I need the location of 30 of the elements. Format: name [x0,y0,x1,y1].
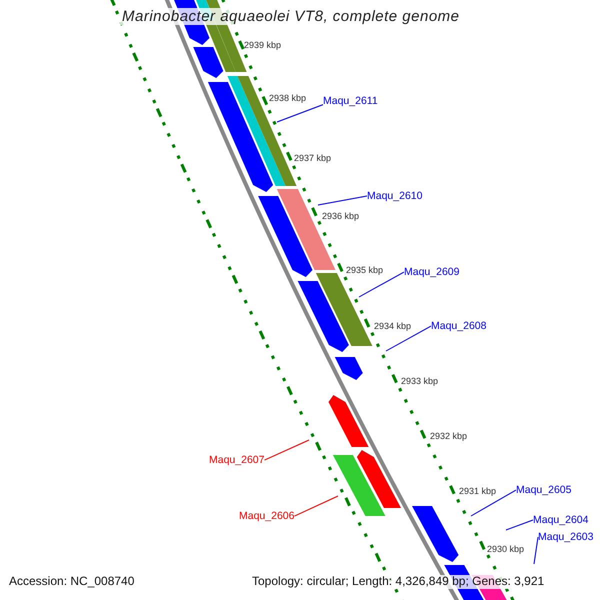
scale-label: 2931 kbp [459,486,496,496]
scale-label: 2930 kbp [487,544,524,554]
scale-label: 2933 kbp [401,376,438,386]
gene-label: Maqu_2605 [516,484,572,496]
gene-label: Maqu_2610 [367,190,422,202]
leader-line [276,104,324,122]
gene-label: Maqu_2603 [538,531,594,544]
scale-label: 2937 kbp [294,153,332,164]
leader-line [534,536,538,564]
accession-text: Accession: NC_008740 [9,575,134,589]
genome-info-text: Topology: circular; Length: 4,326,849 bp; Genes: 3,921 [252,575,544,589]
scale-label: 2938 kbp [269,93,306,104]
leader-line [264,440,310,461]
gene-label: Maqu_2607 [209,454,264,466]
gene-label: Maqu_2604 [533,514,588,526]
leader-line [470,490,516,516]
gene-label: Maqu_2606 [239,510,294,522]
leader-line [294,496,338,517]
scale-label: 2935 kbp [346,265,384,276]
scale-label: 2936 kbp [322,211,360,222]
gene-label: Maqu_2608 [431,320,486,332]
gene-label: Maqu_2611 [323,95,378,108]
leader-line [386,326,432,352]
scale-label: 2934 kbp [374,321,412,332]
leader-line [358,272,404,298]
scale-label: 2932 kbp [430,431,468,442]
leader-line [506,520,534,530]
gene-label: Maqu_2609 [404,266,460,278]
leader-line [318,196,368,206]
scale-label: 2939 kbp [244,40,282,50]
